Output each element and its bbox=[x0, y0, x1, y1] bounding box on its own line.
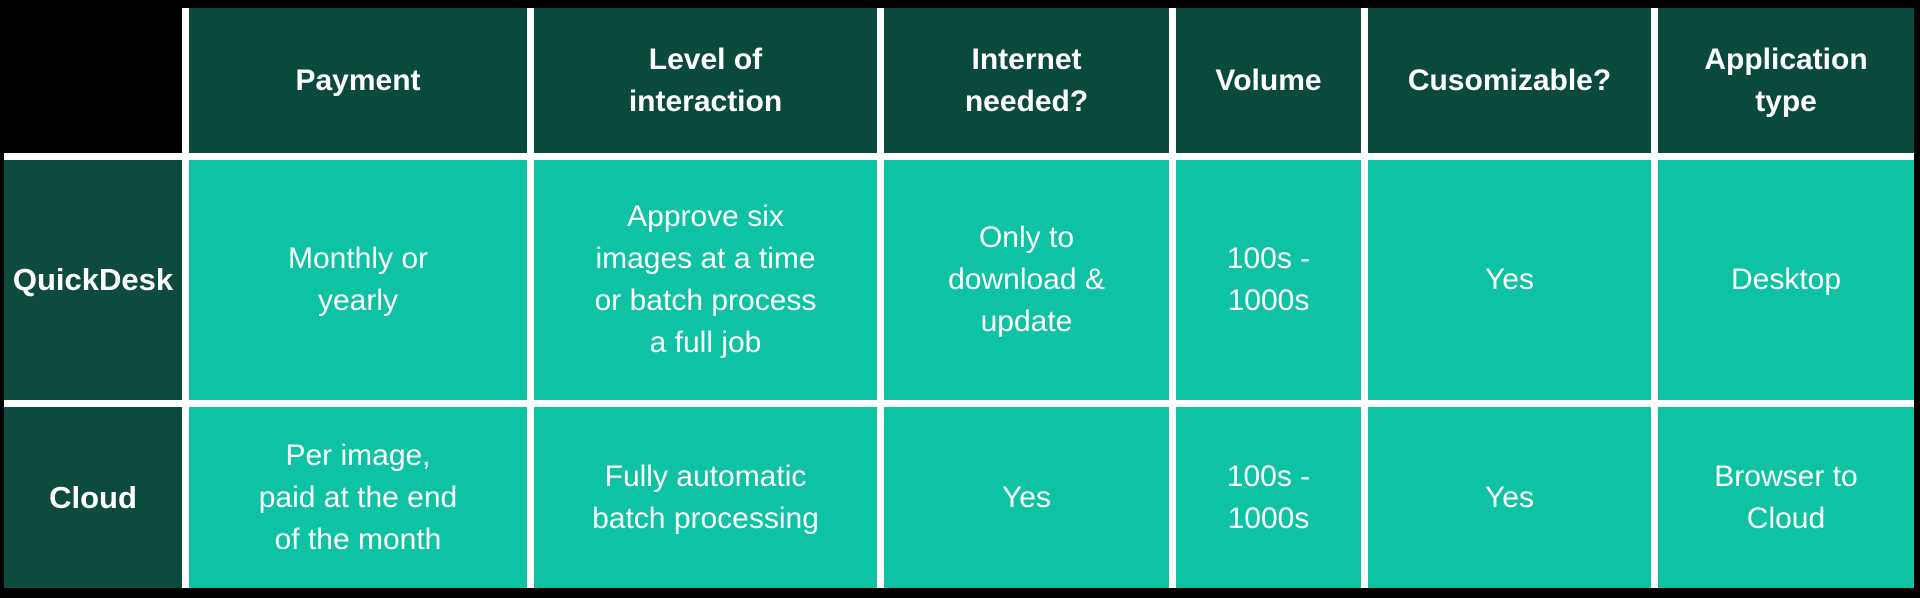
col-header-level-of-interaction: Level of interaction bbox=[534, 8, 877, 153]
cell-quickdesk-level-of-interaction: Approve six images at a time or batch pr… bbox=[534, 160, 877, 400]
col-header-application-type: Application type bbox=[1658, 8, 1914, 153]
cell-cloud-application-type: Browser to Cloud bbox=[1658, 407, 1914, 588]
col-header-volume: Volume bbox=[1176, 8, 1361, 153]
row-header-cloud: Cloud bbox=[4, 407, 182, 588]
cell-quickdesk-volume: 100s - 1000s bbox=[1176, 160, 1361, 400]
cell-cloud-payment: Per image, paid at the end of the month bbox=[189, 407, 527, 588]
col-header-customizable: Cusomizable? bbox=[1368, 8, 1651, 153]
cell-cloud-customizable: Yes bbox=[1368, 407, 1651, 588]
row-header-quickdesk: QuickDesk bbox=[4, 160, 182, 400]
cell-cloud-internet-needed: Yes bbox=[884, 407, 1169, 588]
cell-quickdesk-payment: Monthly or yearly bbox=[189, 160, 527, 400]
cell-cloud-volume: 100s - 1000s bbox=[1176, 407, 1361, 588]
cell-quickdesk-application-type: Desktop bbox=[1658, 160, 1914, 400]
cell-cloud-level-of-interaction: Fully automatic batch processing bbox=[534, 407, 877, 588]
col-header-internet-needed: Internet needed? bbox=[884, 8, 1169, 153]
corner-empty-cell bbox=[4, 8, 182, 153]
col-header-payment: Payment bbox=[189, 8, 527, 153]
cell-quickdesk-customizable: Yes bbox=[1368, 160, 1651, 400]
cell-quickdesk-internet-needed: Only to download & update bbox=[884, 160, 1169, 400]
comparison-table: Payment Level of interaction Internet ne… bbox=[4, 8, 1914, 588]
